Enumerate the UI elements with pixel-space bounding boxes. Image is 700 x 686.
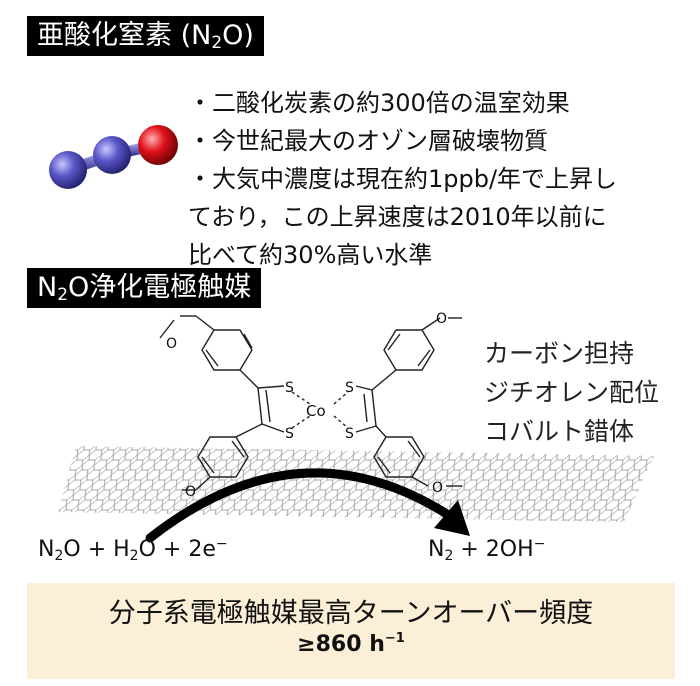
reactant-text: O + 2e bbox=[138, 537, 216, 562]
cobalt-label: Co bbox=[306, 402, 326, 420]
reactant-subscript: 2 bbox=[129, 548, 139, 564]
section-title-subscript: 2 bbox=[211, 33, 223, 53]
reactants-equation: N2O + H2O + 2e− bbox=[38, 536, 228, 564]
reactant-subscript: 2 bbox=[54, 548, 64, 564]
section-title-main: 亜酸化窒素 (N bbox=[37, 20, 212, 51]
catalyst-description-line: カーボン担持 bbox=[484, 339, 635, 368]
fact-line: ており，この上昇速度は2010年以前に bbox=[188, 203, 607, 231]
catalyst-description: カーボン担持 ジチオレン配位 コバルト錯体 bbox=[484, 334, 659, 451]
tof-number: ≥860 h bbox=[297, 632, 385, 657]
reactant-text: O + H bbox=[63, 537, 130, 562]
reactant-charge: − bbox=[215, 536, 228, 552]
tof-label: 分子系電極触媒最高ターンオーバー頻度 bbox=[108, 598, 594, 629]
fact-line: ・二酸化炭素の約300倍の温室効果 bbox=[188, 89, 570, 117]
methoxy-oxygen-label: O bbox=[436, 311, 447, 327]
product-subscript: 2 bbox=[444, 548, 454, 564]
fact-line: ・大気中濃度は現在約1ppb/年で上昇し bbox=[188, 165, 618, 193]
sulfur-label: S bbox=[345, 426, 354, 442]
catalyst-description-line: コバルト錯体 bbox=[484, 417, 635, 446]
sulfur-label: S bbox=[285, 426, 294, 442]
arrowhead-icon bbox=[434, 500, 470, 536]
sulfur-label: S bbox=[285, 380, 294, 396]
tof-unit-exponent: −1 bbox=[384, 631, 405, 646]
tof-value: ≥860 h−1 bbox=[27, 631, 675, 657]
reactant-text: N bbox=[38, 537, 55, 562]
methoxy-oxygen-label: O bbox=[185, 484, 196, 500]
section-title-catalyst: N2O浄化電極触媒 bbox=[27, 268, 262, 308]
product-text: N bbox=[428, 537, 445, 562]
catalyst-title-pre: N bbox=[37, 272, 58, 303]
nitrogen-atom bbox=[93, 136, 131, 174]
product-text: + 2OH bbox=[453, 537, 534, 562]
catalyst-description-line: ジチオレン配位 bbox=[484, 378, 660, 407]
product-charge: − bbox=[533, 536, 546, 552]
n2o-facts-list: ・二酸化炭素の約300倍の温室効果 ・今世紀最大のオゾン層破壊物質 ・大気中濃度… bbox=[188, 84, 698, 274]
oxygen-atom bbox=[138, 125, 178, 165]
methoxy-oxygen-label: O bbox=[166, 336, 177, 352]
cobalt-complex-structure bbox=[159, 315, 462, 491]
catalyst-title-post: O浄化電極触媒 bbox=[68, 272, 252, 303]
sulfur-label: S bbox=[345, 380, 354, 396]
methoxy-oxygen-label: O bbox=[432, 480, 443, 496]
products-equation: N2 + 2OH− bbox=[428, 536, 545, 564]
reaction-arrow bbox=[145, 468, 455, 543]
catalyst-title-subscript: 2 bbox=[57, 285, 69, 305]
section-title-n2o: 亜酸化窒素 (N2O) bbox=[27, 16, 264, 56]
tof-highlight-box: 分子系電極触媒最高ターンオーバー頻度 ≥860 h−1 bbox=[27, 583, 675, 679]
graphene-support bbox=[58, 446, 654, 522]
section-title-end: O) bbox=[222, 20, 254, 51]
nitrogen-atom bbox=[49, 151, 87, 189]
fact-line: 比べて約30%高い水準 bbox=[188, 241, 433, 269]
fact-line: ・今世紀最大のオゾン層破壊物質 bbox=[188, 127, 548, 155]
n2o-molecule bbox=[49, 125, 178, 189]
